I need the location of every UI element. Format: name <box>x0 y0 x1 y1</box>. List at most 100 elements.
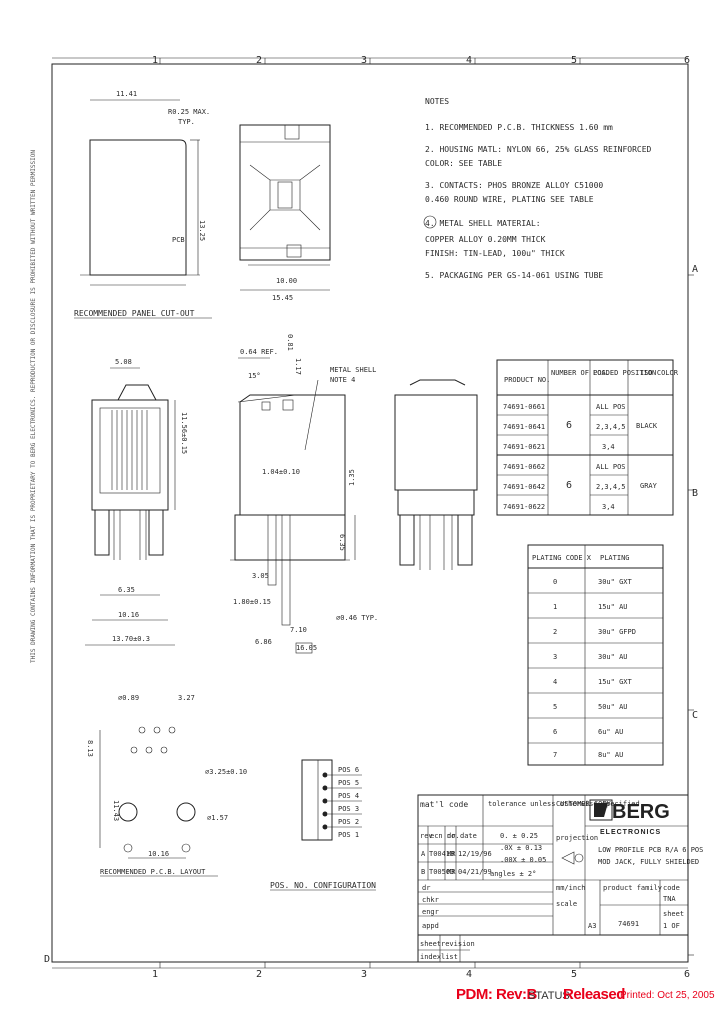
zone-top-1: 1 <box>152 55 158 66</box>
label-product_table-rows-1-2: 2,3,4,5 <box>596 423 626 431</box>
label-views-pcb_layout-dims-4: ∅1.57 <box>207 814 228 822</box>
label-plating_table-rows-6-0: 6 <box>553 728 557 736</box>
label-views-front_view-dims-4: 13.70±0.3 <box>112 635 150 643</box>
panel-cutout-view: 11.41 R0.25 MAX. TYP. 13.25 PCB RECOMMEN… <box>74 90 212 319</box>
label-views-pcb_layout-dims-0: ∅0.89 <box>118 694 139 702</box>
label-product_table-rows-0-1: 6 <box>566 420 572 431</box>
label-plating_table-rows-0-0: 0 <box>553 578 557 586</box>
label-notes-items-6: COPPER ALLOY 0.20MM THICK <box>425 235 546 244</box>
label-title_block-rev_rows-0-3: 12/19/96 <box>458 850 492 858</box>
label-title_block-company: BERG <box>612 801 670 823</box>
label-product_table-rows-5-2: 3,4 <box>602 503 615 511</box>
product-table: PRODUCT NO. NUMBER OF POS. LOADED POSITI… <box>496 359 679 516</box>
label-product_table-rows-1-0: 74691-0641 <box>503 423 545 431</box>
label-title_block-tol_rows-0: 0. ± 0.25 <box>500 832 538 840</box>
top-side-view: 10.00 15.45 <box>239 124 331 302</box>
label-plating_table-rows-3-0: 3 <box>553 653 557 661</box>
side-view: 0.64 REF. 15° 0.81 1.17 METAL SHELL NOTE… <box>230 334 378 654</box>
zone-top-4: 4 <box>466 55 472 66</box>
label-views-side_view-dims-6: 1.35 <box>348 469 356 486</box>
pos-config-view: POS 6 POS 5 POS 4 POS 3 POS 2 POS 1 POS.… <box>270 759 376 891</box>
label-product_table-headers-3: ISO COLOR <box>640 369 679 377</box>
label-views-panel_cutout-dims-3: 13.25 <box>198 220 206 241</box>
label-views-side_view-dims-2: 1.17 <box>294 358 302 375</box>
pdm-revision: PDM: Rev:B <box>456 986 537 1003</box>
label-views-side_view-dims-12: ∅0.46 TYP. <box>336 614 378 622</box>
label-views-side_view-dims-3: METAL SHELL <box>330 366 376 374</box>
label-title_block-tol_rows-2: .00X ± 0.05 <box>500 856 546 864</box>
label-views-panel_cutout-dims-2: TYP. <box>178 118 195 126</box>
label-plating_table-rows-5-1: 50u" AU <box>598 703 628 711</box>
label-notes-items-7: FINISH: TIN-LEAD, 100u" THICK <box>425 249 565 258</box>
label-title_block-approvals-3: appd <box>422 922 439 930</box>
label-title_block-index_row-1: list <box>441 953 458 961</box>
rear-view <box>394 379 478 570</box>
label-views-side_view-dims-13: 6.86 <box>255 638 272 646</box>
label-title_block-rev_rows-1-3: 04/21/99 <box>458 868 492 876</box>
label-views-pos_config-labels-4: POS 5 <box>338 779 359 787</box>
label-title_block-tol_rows-3: angles ± 2° <box>490 870 536 878</box>
label-views-side_view-dims-5: 1.04±0.10 <box>262 468 300 476</box>
label-plating_table-rows-1-1: 15u" AU <box>598 603 628 611</box>
label-views-front_view-dims-5: 11.56±0.15 <box>180 412 188 454</box>
label-views-panel_cutout-dims-4: PCB <box>172 236 185 244</box>
label-views-pcb_layout-dims-1: 3.27 <box>178 694 195 702</box>
label-product_table-headers-2: LOADED POSITION <box>593 369 656 377</box>
label-plating_table-rows-5-0: 5 <box>553 703 557 711</box>
zone-right-b: B <box>692 488 698 499</box>
label-title_block-units: mm/inch <box>556 884 586 892</box>
label-title_block-customer_copy: CUSTOMER COPY <box>556 800 612 808</box>
zone-right-d: D <box>44 954 50 965</box>
zone-bottom-5: 5 <box>571 969 577 980</box>
label-title_block-tol_rows-1: .0X ± 0.13 <box>500 844 542 852</box>
notes-heading: NOTES <box>425 97 449 106</box>
label-views-pos_config-labels-2: POS 3 <box>338 805 359 813</box>
label-title_block-company_sub: ELECTRONICS <box>600 829 661 836</box>
label-title_block-rev_rows-0-2: MR <box>447 850 456 858</box>
label-views-side_view-dims-4: NOTE 4 <box>330 376 355 384</box>
label-title_block-sheet: sheet <box>663 910 684 918</box>
label-title_block-mat_code: mat'l code <box>420 800 468 809</box>
label-notes-items-2: COLOR: SEE TABLE <box>425 159 502 168</box>
label-plating_table-headers-0: PLATING CODE X <box>532 554 592 562</box>
front-view: 5.08 6.35 10.16 13.70±0.3 11.56±0.15 <box>85 358 188 646</box>
label-plating_table-rows-0-1: 30u" GXT <box>598 578 633 586</box>
label-product_table-rows-4-0: 74691-0642 <box>503 483 545 491</box>
notes-block: NOTES 1. RECOMMENDED P.C.B. THICKNESS 1.… <box>423 97 652 280</box>
label-notes-items-8: 5. PACKAGING PER GS-14-061 USING TUBE <box>425 271 603 280</box>
label-title_block-release_row-0: sheet <box>420 940 441 948</box>
label-product_table-rows-0-3: BLACK <box>636 422 658 430</box>
label-product_table-rows-4-2: 2,3,4,5 <box>596 483 626 491</box>
zone-right-c: C <box>692 710 698 721</box>
label-plating_table-rows-7-0: 7 <box>553 751 557 759</box>
label-views-pcb_layout-dims-2: ∅3.25±0.10 <box>205 768 247 776</box>
label-views-panel_cutout-dims-1: R0.25 MAX. <box>168 108 210 116</box>
zone-right-a: A <box>692 264 698 275</box>
label-notes-items-4: 0.460 ROUND WIRE, PLATING SEE TABLE <box>425 195 594 204</box>
label-plating_table-rows-2-0: 2 <box>553 628 557 636</box>
label-title_block-rev_header-0: rev <box>420 832 433 840</box>
label-views-front_view-dims-2: 6.35 <box>118 586 135 594</box>
label-title_block-size: A3 <box>588 922 596 930</box>
zone-bottom-1: 1 <box>152 969 158 980</box>
label-plating_table-headers-1: PLATING <box>600 554 630 562</box>
label-notes-items-0: 1. RECOMMENDED P.C.B. THICKNESS 1.60 mm <box>425 123 613 132</box>
label-title_block-scale: scale <box>556 900 577 908</box>
label-views-side_view-dims-1: 0.81 <box>286 334 294 351</box>
label-views-front_view-dims-3: 10.16 <box>118 611 139 619</box>
label-title_block-rev_rows-0-1: T00418 <box>429 850 454 858</box>
label-views-side_view-dims-9: 1.80±0.15 <box>233 598 271 606</box>
pcb-layout-title: RECOMMENDED P.C.B. LAYOUT <box>100 868 206 876</box>
label-plating_table-rows-1-0: 1 <box>553 603 557 611</box>
label-title_block-rev_header-1: ecn no. <box>430 832 460 840</box>
zone-ticks <box>159 58 694 968</box>
label-product_table-rows-0-0: 74691-0661 <box>503 403 545 411</box>
label-title_block-dwg_no: 74691 <box>618 920 639 928</box>
label-notes-items-5: 4. METAL SHELL MATERIAL: <box>425 219 541 228</box>
label-title_block-sheet_val: 1 OF <box>663 922 680 930</box>
zone-bottom-4: 4 <box>466 969 472 980</box>
status-label: STATUS: <box>528 990 573 1002</box>
pcb-layout-view: ∅0.89 3.27 8.13 ∅3.25±0.10 11.43 ∅1.57 1… <box>86 694 247 877</box>
label-notes-items-1: 2. HOUSING MATL: NYLON 66, 25% GLASS REI… <box>425 145 652 154</box>
